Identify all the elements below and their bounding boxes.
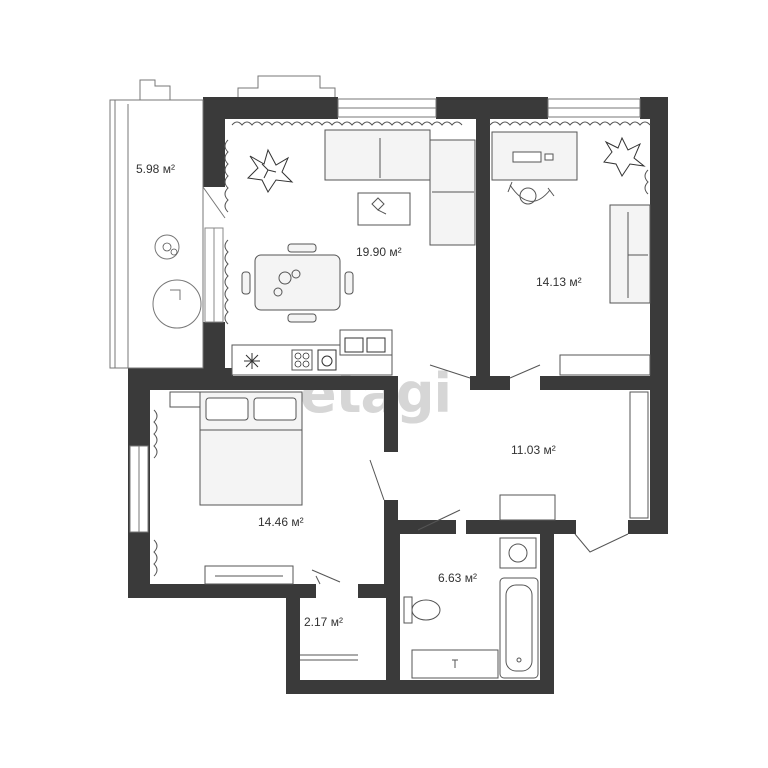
balcony — [109, 75, 336, 369]
hall — [499, 391, 649, 521]
hall-area-label: 11.03 м² — [511, 443, 556, 457]
bathroom-area-label: 6.63 м² — [438, 571, 477, 585]
plant-icon — [603, 136, 646, 177]
balcony-area-label: 5.98 м² — [136, 162, 175, 176]
storage — [300, 654, 358, 661]
chair-icon — [507, 181, 555, 205]
sofa-icon — [324, 129, 476, 246]
coffee-table — [357, 192, 411, 226]
bed-icon — [199, 391, 303, 506]
washer-icon — [317, 349, 337, 371]
living-room — [204, 121, 463, 325]
bedroom-left — [153, 391, 294, 585]
toilet-icon — [403, 596, 441, 624]
balcony-flower-icon — [162, 242, 178, 256]
storage-area-label: 2.17 м² — [304, 615, 343, 629]
living-area-label: 19.90 м² — [356, 245, 402, 259]
snowflake-icon — [244, 353, 260, 369]
sink-icon — [344, 337, 386, 353]
walls — [128, 97, 668, 694]
bedroom-right — [489, 121, 651, 376]
windows — [129, 98, 641, 533]
washer-icon — [499, 537, 537, 569]
stove-icon — [294, 352, 310, 368]
bathtub-icon — [499, 577, 539, 679]
sofa-icon — [609, 204, 651, 304]
sink-icon — [411, 649, 499, 679]
desk-icon — [491, 131, 578, 181]
bedroom-right-area-label: 14.13 м² — [536, 275, 582, 289]
table-icon — [241, 243, 354, 323]
doors — [311, 364, 629, 585]
plant-icon — [246, 148, 294, 193]
bedroom-left-area-label: 14.46 м² — [258, 515, 304, 529]
kitchen-counter — [231, 329, 393, 376]
